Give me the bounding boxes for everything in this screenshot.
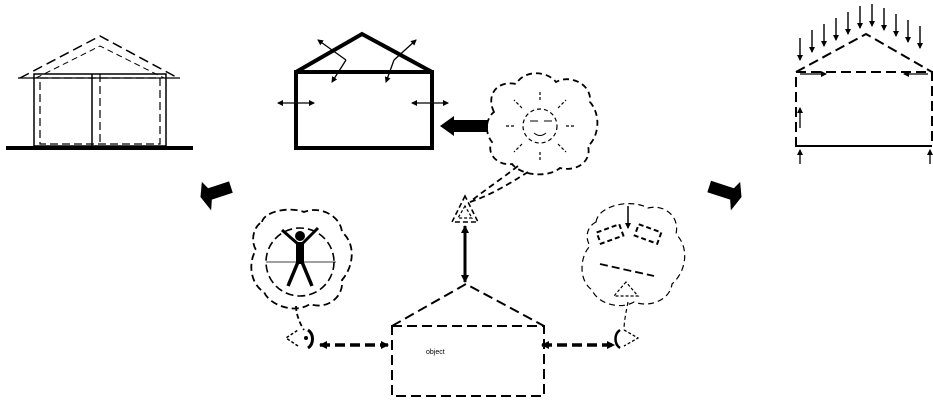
block-arrow-down-right-icon [707, 180, 742, 211]
eye-icon [284, 328, 314, 350]
house-outline-left [6, 35, 193, 150]
house-expansion-icon [277, 31, 449, 150]
block-arrow-left-icon [440, 116, 488, 136]
face-bubble-icon [581, 203, 686, 331]
bidirectional-arrow-icon [450, 194, 480, 283]
center-house: object [391, 282, 545, 397]
house-load-icon [795, 4, 933, 164]
sun-bubble-icon [469, 72, 599, 203]
person-bubble-icon [250, 208, 353, 331]
center-house-label: object [426, 349, 445, 356]
block-arrow-down-left-icon [200, 181, 233, 211]
eye-icon-right [614, 328, 640, 350]
